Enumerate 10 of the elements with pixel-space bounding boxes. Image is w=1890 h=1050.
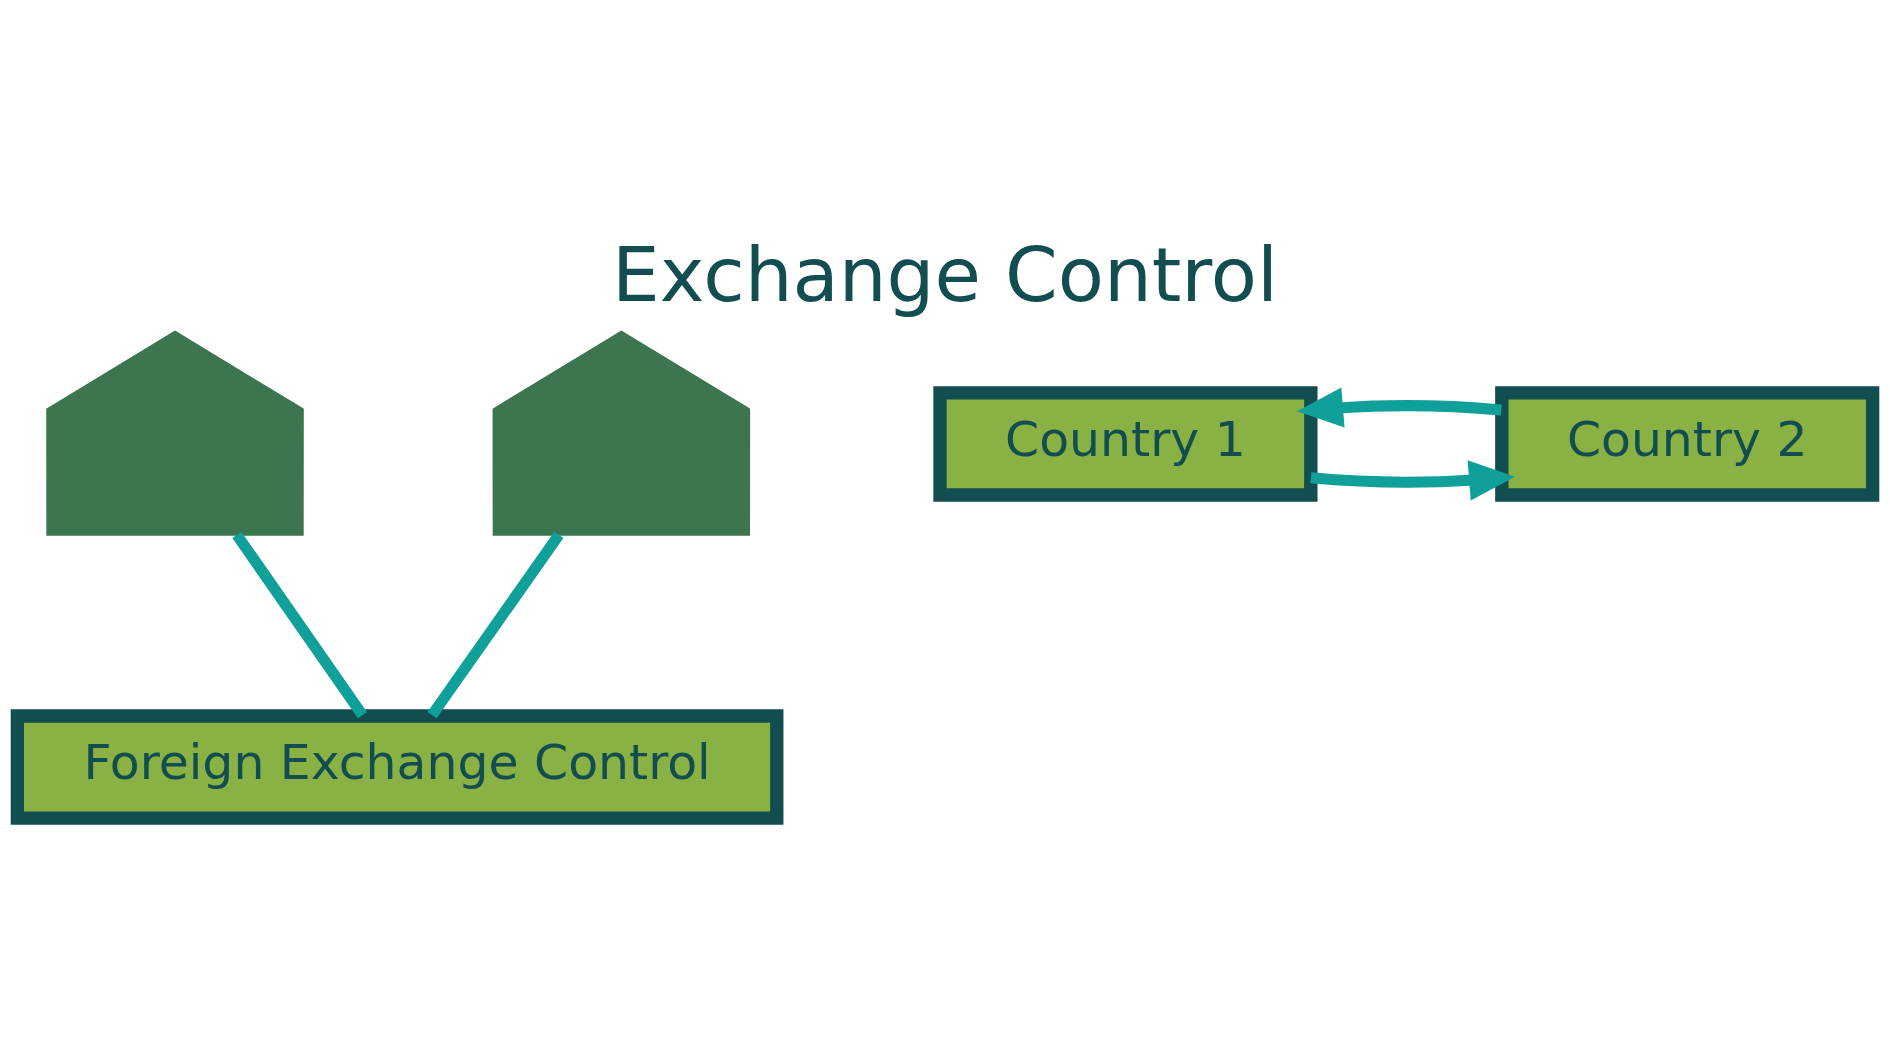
node-box: Foreign Exchange Control <box>10 709 784 825</box>
diagram-title: Exchange Control <box>612 231 1278 320</box>
node-box: Country 1 <box>933 386 1318 502</box>
connector <box>232 531 367 719</box>
arrow <box>1310 460 1516 501</box>
node-box: Country 2 <box>1495 386 1880 502</box>
connector <box>427 531 564 719</box>
node-building <box>492 330 751 536</box>
arrow <box>1297 387 1502 428</box>
node-building <box>46 330 304 536</box>
